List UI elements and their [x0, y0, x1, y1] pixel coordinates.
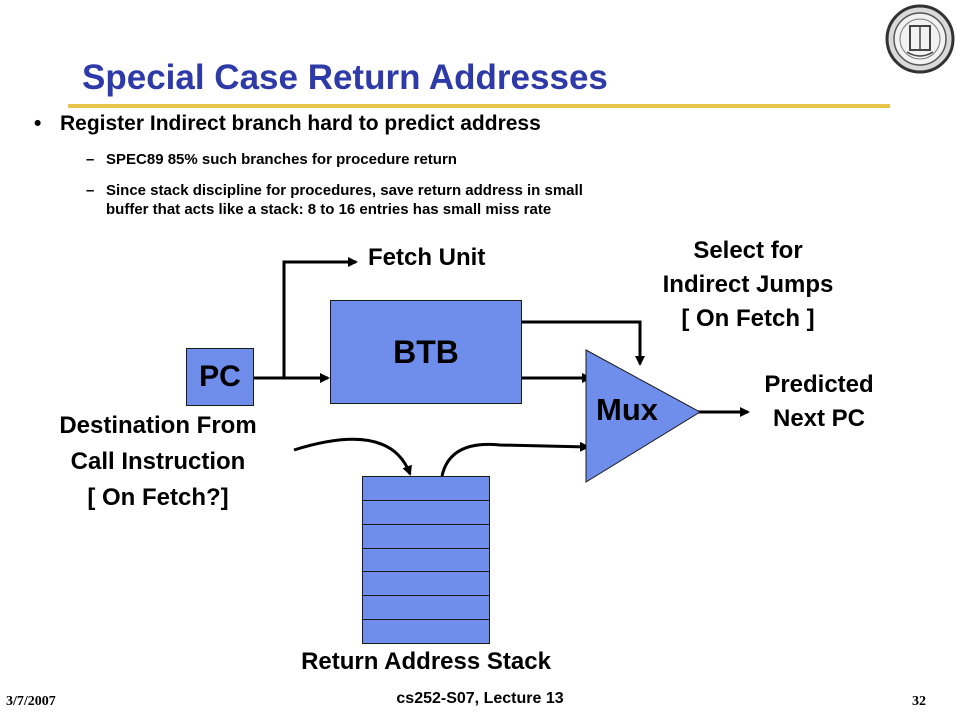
btb-box: BTB: [330, 300, 522, 404]
bullet-main-text: Register Indirect branch hard to predict…: [60, 112, 541, 135]
sub-bullet-dash: –: [86, 182, 95, 199]
destination-line1: Destination From: [59, 412, 257, 439]
fetch-unit-label: Fetch Unit: [368, 244, 486, 271]
sub-bullet-2-text-line1: Since stack discipline for procedures, s…: [106, 182, 583, 199]
mux-label: Mux: [596, 392, 658, 427]
destination-to-stack-arrow: [293, 437, 412, 476]
footer-page-number: 32: [912, 694, 926, 709]
sub-bullet-dash: –: [86, 151, 95, 168]
btb-label: BTB: [393, 333, 459, 370]
university-seal-logo: [885, 4, 955, 74]
pc-label: PC: [199, 360, 241, 393]
btb-to-mux-select-arrow: [522, 320, 645, 366]
pc-box: PC: [186, 348, 254, 406]
predicted-line2: Next PC: [772, 405, 866, 432]
return-address-stack: [362, 476, 490, 644]
title-underline: [68, 104, 890, 108]
sub-bullet-2-text-line2: buffer that acts like a stack: 8 to 16 e…: [106, 201, 552, 218]
bullet-dot: •: [34, 112, 42, 135]
slide-title: Special Case Return Addresses: [82, 58, 608, 97]
return-address-stack-label: Return Address Stack: [301, 648, 551, 675]
stack-to-mux-arrow: [440, 441, 590, 477]
select-label-line1: Select for: [693, 237, 803, 264]
bullet-main: • Register Indirect branch hard to predic…: [34, 112, 541, 136]
stack-entry: [363, 572, 489, 597]
select-indirect-label: Select for Indirect Jumps [ On Fetch ]: [628, 234, 868, 336]
mux-shape: [585, 349, 701, 483]
footer-course: cs252-S07, Lecture 13: [396, 690, 564, 707]
sub-bullet-1-text: SPEC89 85% such branches for procedure r…: [106, 151, 457, 168]
stack-entry: [363, 525, 489, 549]
pc-to-fetch-arrow: [282, 257, 358, 378]
select-label-line3: [ On Fetch ]: [681, 305, 815, 332]
predicted-next-pc-label: Predicted Next PC: [734, 368, 904, 436]
footer-date: 3/7/2007: [6, 694, 56, 709]
stack-entry: [363, 549, 489, 573]
select-label-line2: Indirect Jumps: [662, 271, 834, 298]
destination-label: Destination From Call Instruction [ On F…: [20, 408, 296, 516]
destination-line3: [ On Fetch?]: [87, 484, 229, 511]
stack-entry: [363, 620, 489, 643]
predicted-line1: Predicted: [764, 371, 874, 398]
destination-line2: Call Instruction: [70, 448, 246, 475]
stack-entry: [363, 596, 489, 621]
stack-entry: [363, 501, 489, 525]
stack-entry: [363, 477, 489, 501]
